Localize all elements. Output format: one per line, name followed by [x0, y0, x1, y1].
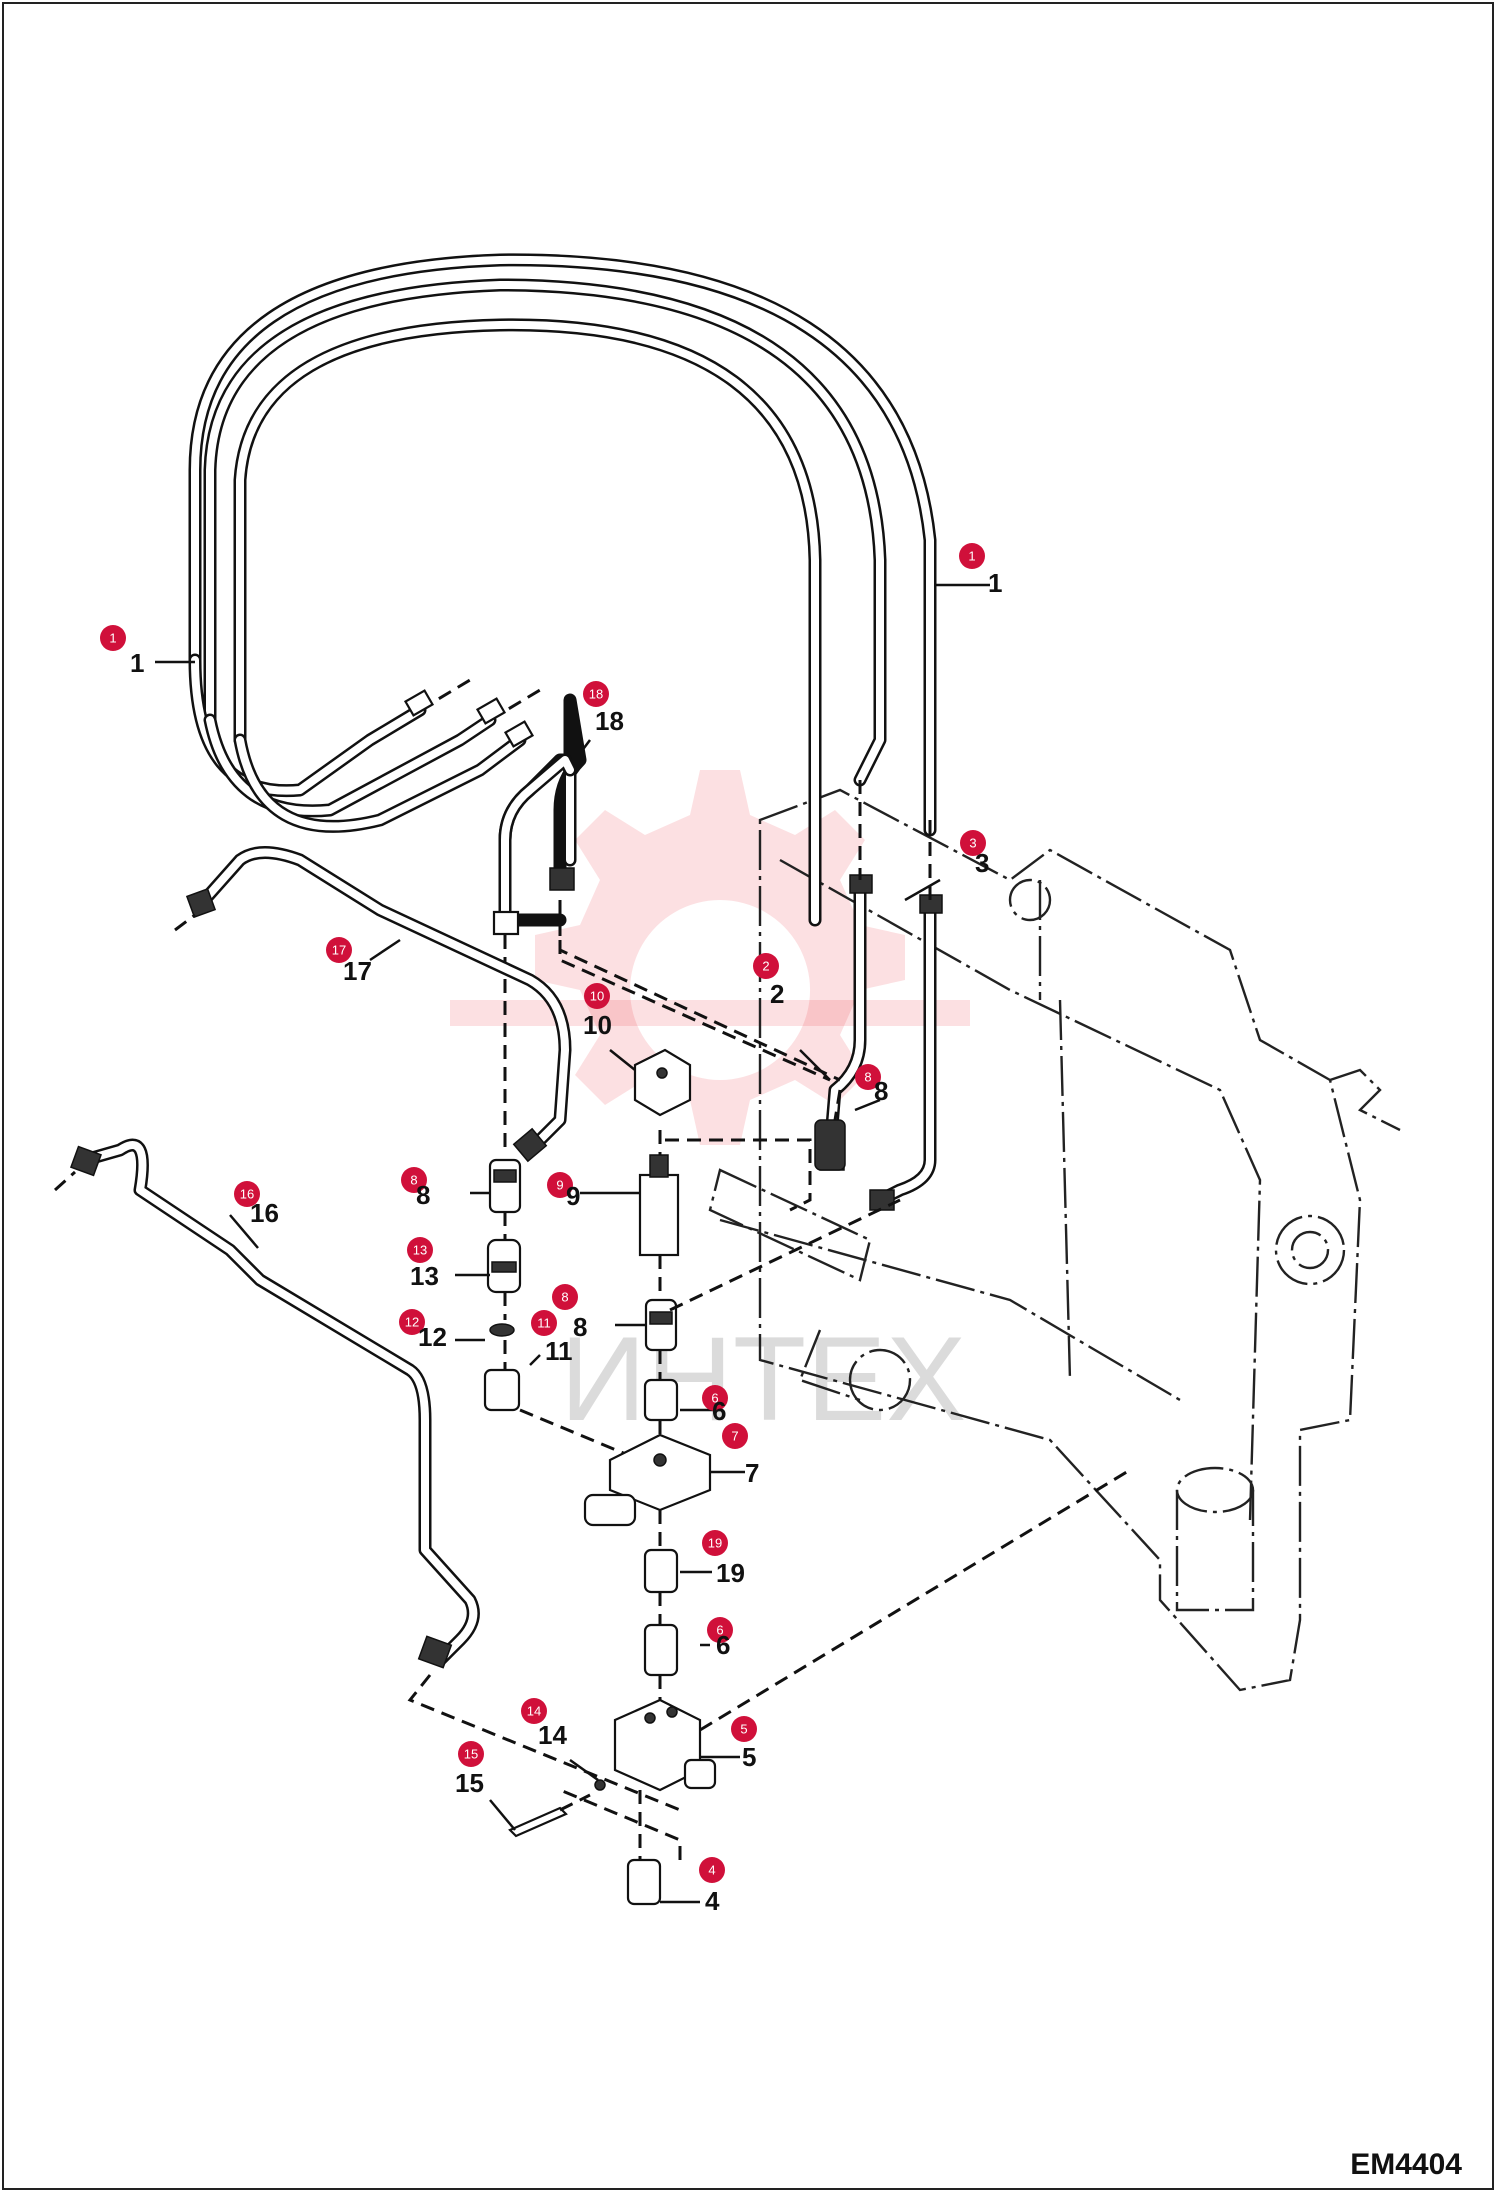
svg-text:11: 11 — [537, 1316, 551, 1331]
svg-text:18: 18 — [595, 706, 624, 736]
svg-text:17: 17 — [343, 956, 372, 986]
callout-10[interactable]: 10 10 — [583, 983, 612, 1040]
svg-text:1: 1 — [130, 648, 144, 678]
callout-6a[interactable]: 6 6 — [702, 1385, 728, 1426]
svg-text:6: 6 — [711, 1391, 718, 1406]
svg-text:16: 16 — [240, 1187, 254, 1202]
svg-text:15: 15 — [455, 1768, 484, 1798]
svg-text:6: 6 — [716, 1630, 730, 1660]
loader-frame-outline — [708, 788, 1401, 1692]
svg-text:6: 6 — [712, 1396, 726, 1426]
svg-text:8: 8 — [416, 1180, 430, 1210]
svg-text:11: 11 — [545, 1336, 573, 1366]
svg-text:10: 10 — [583, 1010, 612, 1040]
svg-text:4: 4 — [705, 1886, 720, 1916]
watermark-text: ИНТЕХ — [560, 1312, 966, 1446]
svg-text:1: 1 — [968, 549, 975, 564]
hose-assembly-1 — [188, 253, 937, 927]
hose-16 — [53, 1138, 681, 1812]
svg-text:9: 9 — [556, 1178, 563, 1193]
callout-19[interactable]: 19 19 — [702, 1530, 745, 1588]
svg-text:12: 12 — [418, 1322, 447, 1352]
svg-text:16: 16 — [250, 1198, 279, 1228]
left-fitting-stack — [483, 1158, 641, 1462]
svg-text:8: 8 — [864, 1070, 871, 1085]
svg-text:6: 6 — [716, 1623, 723, 1638]
callout-9[interactable]: 9 9 — [547, 1172, 580, 1211]
svg-text:13: 13 — [413, 1243, 427, 1258]
svg-text:19: 19 — [708, 1536, 722, 1551]
callout-12[interactable]: 12 12 — [399, 1309, 447, 1352]
callout-11[interactable]: 11 11 — [531, 1310, 573, 1366]
watermark-gear-logo — [450, 770, 970, 1145]
svg-text:10: 10 — [590, 989, 604, 1004]
callout-7[interactable]: 7 7 — [722, 1423, 759, 1488]
svg-text:8: 8 — [561, 1290, 568, 1305]
svg-text:2: 2 — [762, 959, 769, 974]
document-code: EM4404 — [1350, 2148, 1462, 2181]
svg-text:14: 14 — [538, 1720, 567, 1750]
callout-1b[interactable]: 1 1 — [959, 543, 1002, 598]
svg-text:13: 13 — [410, 1261, 439, 1291]
svg-text:8: 8 — [410, 1173, 417, 1188]
hose-17 — [174, 846, 572, 1163]
svg-text:3: 3 — [969, 836, 976, 851]
svg-text:12: 12 — [405, 1315, 419, 1330]
callout-6b[interactable]: 6 6 — [707, 1617, 733, 1660]
callout-15[interactable]: 15 15 — [455, 1741, 484, 1798]
svg-text:8: 8 — [874, 1076, 888, 1106]
callout-5[interactable]: 5 5 — [731, 1716, 757, 1772]
callout-1a[interactable]: 1 1 — [100, 625, 144, 678]
callout-16[interactable]: 16 16 — [234, 1181, 279, 1228]
callout-8b[interactable]: 8 8 — [855, 1064, 888, 1106]
svg-text:9: 9 — [566, 1181, 580, 1211]
callout-8c[interactable]: 8 8 — [552, 1284, 587, 1342]
callout-13[interactable]: 13 13 — [407, 1237, 439, 1291]
svg-text:19: 19 — [716, 1558, 745, 1588]
svg-text:2: 2 — [770, 979, 784, 1009]
svg-text:7: 7 — [731, 1429, 738, 1444]
svg-text:5: 5 — [742, 1742, 756, 1772]
callout-8a[interactable]: 8 8 — [401, 1167, 430, 1210]
svg-text:8: 8 — [573, 1312, 587, 1342]
callout-2[interactable]: 2 2 — [753, 953, 784, 1009]
svg-text:5: 5 — [740, 1722, 747, 1737]
center-valve-stack — [508, 1048, 1131, 1906]
leader-lines — [155, 583, 990, 1904]
svg-text:7: 7 — [745, 1458, 759, 1488]
svg-text:17: 17 — [332, 943, 346, 958]
callout-18[interactable]: 18 18 — [583, 681, 624, 736]
svg-text:1: 1 — [109, 631, 116, 646]
callout-3[interactable]: 3 3 — [960, 830, 989, 878]
svg-text:18: 18 — [589, 687, 603, 702]
svg-text:1: 1 — [988, 568, 1002, 598]
svg-text:4: 4 — [708, 1863, 715, 1878]
callout-14[interactable]: 14 14 — [521, 1698, 567, 1750]
connection-lines — [558, 940, 846, 1171]
callout-4[interactable]: 4 4 — [699, 1857, 725, 1916]
svg-text:3: 3 — [975, 848, 989, 878]
svg-text:15: 15 — [464, 1747, 478, 1762]
svg-text:14: 14 — [527, 1704, 541, 1719]
callout-17[interactable]: 17 17 — [326, 937, 372, 986]
